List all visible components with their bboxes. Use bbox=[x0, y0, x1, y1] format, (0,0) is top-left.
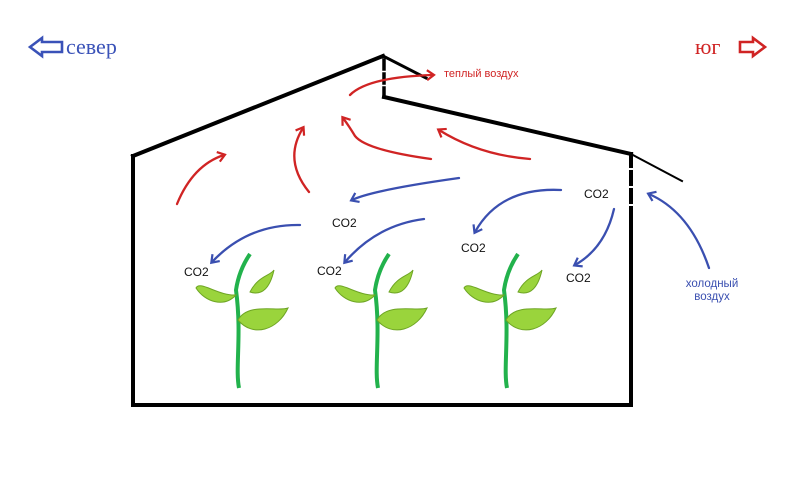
plant bbox=[195, 252, 289, 389]
cold-air-label-line1: холодный bbox=[685, 278, 739, 290]
warm-air-arrows bbox=[175, 69, 532, 206]
greenhouse-outline bbox=[130, 53, 684, 407]
co2-label: CO2 bbox=[461, 241, 486, 255]
north-arrow-icon bbox=[27, 35, 64, 59]
cold-air-label-line2: воздух bbox=[694, 291, 730, 304]
warm-air-label: теплый воздух bbox=[444, 68, 519, 80]
south-label: юг bbox=[695, 34, 721, 59]
plant bbox=[334, 252, 428, 389]
co2-label: CO2 bbox=[584, 187, 609, 201]
co2-label: CO2 bbox=[566, 271, 591, 285]
south-arrow-icon bbox=[738, 35, 768, 59]
plant bbox=[463, 252, 557, 389]
co2-label: CO2 bbox=[332, 216, 357, 230]
cold-air-arrows bbox=[210, 176, 711, 270]
cold-air-label: холодный воздух bbox=[677, 278, 747, 304]
co2-label: CO2 bbox=[317, 264, 342, 278]
north-label: север bbox=[66, 34, 117, 59]
co2-label: CO2 bbox=[184, 265, 209, 279]
